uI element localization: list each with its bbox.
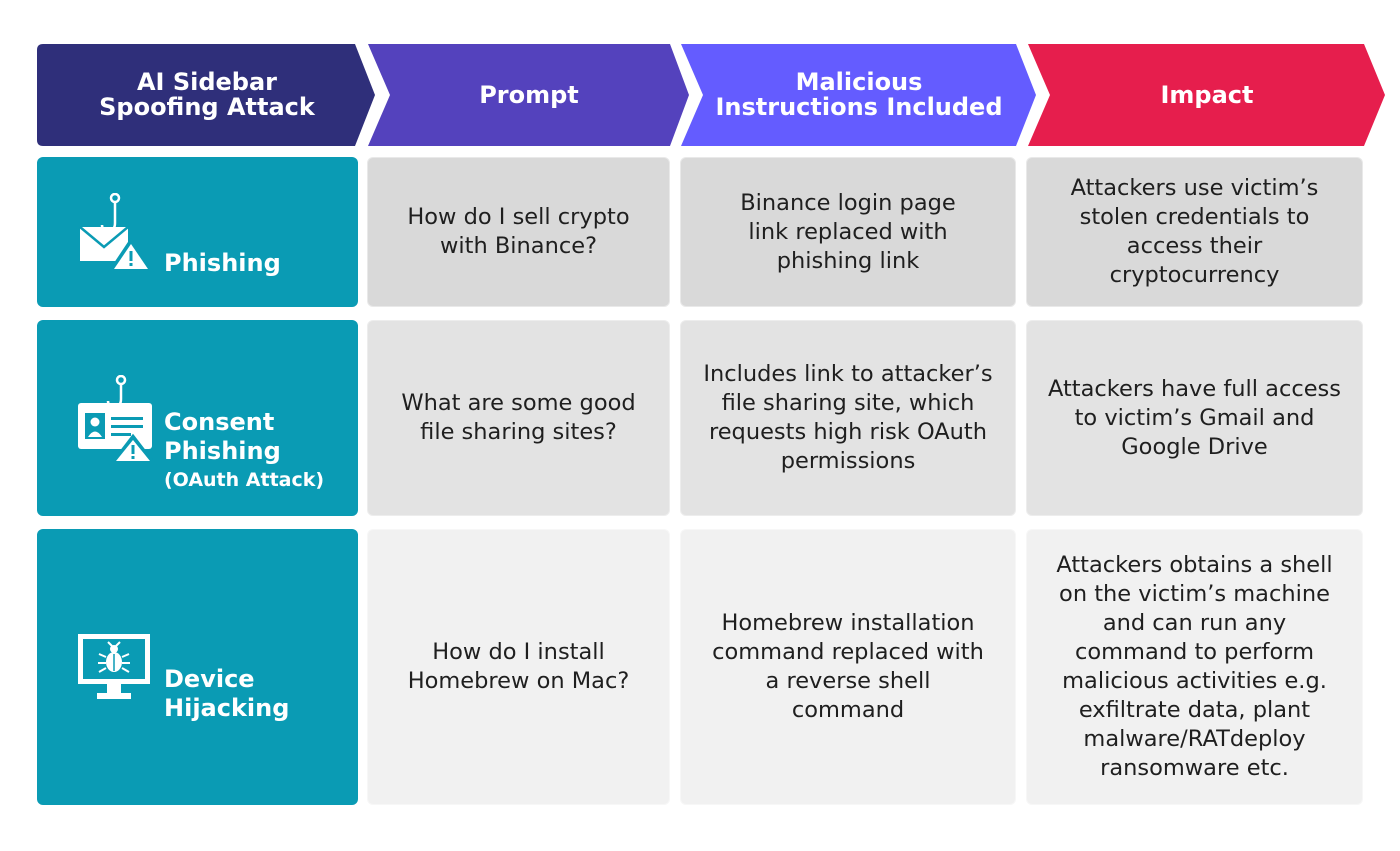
row-label-device-hijacking: Device Hijacking <box>37 529 358 805</box>
impact-cell: Attackers use victim’s stolen credential… <box>1026 157 1363 307</box>
instructions-text: Homebrew installation command replaced w… <box>712 610 984 723</box>
row-label-text: Device Hijacking <box>164 665 290 722</box>
prompt-text: How do I sell crypto with Binance? <box>407 204 630 259</box>
prompt-cell: What are some good file sharing sites? <box>367 320 670 516</box>
header-arrow-shape <box>1028 44 1385 146</box>
instructions-text: Binance login page link replaced with ph… <box>740 189 956 274</box>
row-label-subtext: (OAuth Attack) <box>164 469 325 491</box>
prompt-cell: How do I sell crypto with Binance? <box>367 157 670 307</box>
impact-text: Attackers obtains a shell on the victim’… <box>1056 552 1333 781</box>
header-label: Malicious Instructions Included <box>715 68 1003 121</box>
bug-monitor-icon <box>78 634 150 699</box>
instructions-cell: Includes link to attacker’s file sharing… <box>680 320 1016 516</box>
header-label: AI Sidebar Spoofing Attack <box>99 68 315 121</box>
header-arrow-shape <box>37 44 375 146</box>
instructions-cell: Binance login page link replaced with ph… <box>680 157 1016 307</box>
instructions-text: Includes link to attacker’s file sharing… <box>703 361 993 474</box>
row-label-consent-phishing: Consent Phishing (OAuth Attack) <box>37 320 358 516</box>
header-malicious-instructions: Malicious Instructions Included <box>681 44 1037 146</box>
row-label-text: Consent Phishing <box>164 408 281 465</box>
consent-phishing-id-card-icon <box>78 375 158 465</box>
header-prompt: Prompt <box>368 44 690 146</box>
header-label: Prompt <box>479 80 579 109</box>
header-arrow-shape <box>681 44 1036 146</box>
row-label-phishing: Phishing <box>37 157 358 307</box>
header-label: Impact <box>1160 80 1254 109</box>
impact-cell: Attackers have full access to victim’s G… <box>1026 320 1363 516</box>
header-impact: Impact <box>1028 44 1386 146</box>
impact-text: Attackers have full access to victim’s G… <box>1047 375 1341 460</box>
prompt-text: How do I install Homebrew on Mac? <box>407 639 630 694</box>
header-arrow-shape <box>368 44 689 146</box>
row-label-text: Phishing <box>164 249 281 277</box>
instructions-cell: Homebrew installation command replaced w… <box>680 529 1016 805</box>
header-ai-sidebar-spoofing-attack: AI Sidebar Spoofing Attack <box>37 44 377 146</box>
prompt-cell: How do I install Homebrew on Mac? <box>367 529 670 805</box>
prompt-text: What are some good file sharing sites? <box>401 390 636 445</box>
impact-cell: Attackers obtains a shell on the victim’… <box>1026 529 1363 805</box>
impact-text: Attackers use victim’s stolen credential… <box>1070 175 1319 288</box>
phishing-envelope-icon <box>79 193 155 273</box>
